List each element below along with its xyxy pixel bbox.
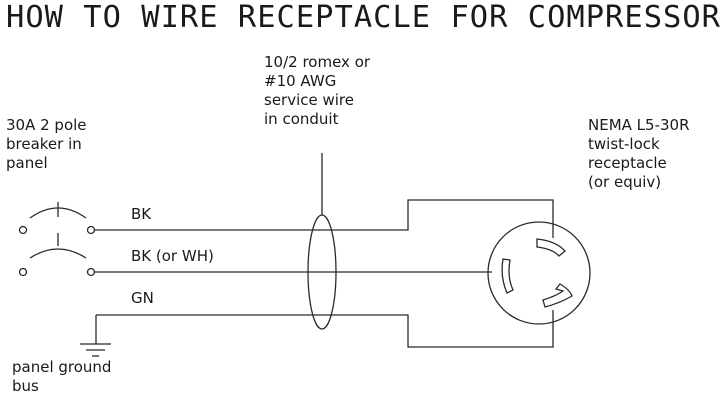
wire-label-bk-or-wh: BK (or WH) [131, 247, 214, 265]
breaker-label-line-2: breaker in [6, 135, 82, 153]
breaker-pole-2-terminal-right [86, 267, 96, 277]
ground-annotation: panel ground bus [12, 358, 111, 395]
cable-annotation: 10/2 romex or #10 AWG service wire in co… [264, 53, 371, 128]
wire-bk [95, 199, 554, 238]
breaker-label-line-1: 30A 2 pole [6, 116, 87, 134]
breaker-label-line-3: panel [6, 154, 48, 172]
breaker-pole-1-terminal-right [86, 225, 96, 235]
cable-label-line-3: service wire [264, 91, 354, 109]
wire-gn [96, 310, 554, 348]
receptacle-label-line-4: (or equiv) [588, 173, 661, 191]
diagram-title: HOW TO WIRE RECEPTACLE FOR COMPRESSOR [6, 0, 721, 35]
wire-label-bk: BK [131, 205, 152, 223]
cable-label-line-1: 10/2 romex or [264, 53, 371, 71]
receptacle-annotation: NEMA L5-30R twist-lock receptacle (or eq… [588, 116, 690, 191]
receptacle-label-line-3: receptacle [588, 154, 667, 172]
receptacle-label-line-1: NEMA L5-30R [588, 116, 690, 134]
cable-label-line-2: #10 AWG [264, 72, 336, 90]
receptacle-slot-hot-2 [542, 283, 573, 308]
receptacle-slot-hot-1 [536, 238, 566, 257]
breaker-annotation: 30A 2 pole breaker in panel [6, 116, 87, 172]
breaker-pole-1-terminal-left [18, 225, 28, 235]
receptacle-slot-ground [501, 258, 514, 294]
ground-icon [80, 343, 111, 357]
cable-label-line-4: in conduit [264, 110, 339, 128]
receptacle-label-line-2: twist-lock [588, 135, 660, 153]
ground-label-line-2: bus [12, 377, 39, 395]
breaker-symbol-icon [18, 202, 96, 277]
ground-label-line-1: panel ground [12, 358, 111, 376]
breaker-pole-2-arc [29, 248, 87, 259]
cable-bundle-icon [307, 214, 337, 330]
breaker-pole-2-terminal-left [18, 267, 28, 277]
receptacle-face [487, 221, 591, 325]
nema-l5-30r-receptacle-icon [487, 221, 591, 325]
wire-label-gn: GN [131, 289, 154, 307]
